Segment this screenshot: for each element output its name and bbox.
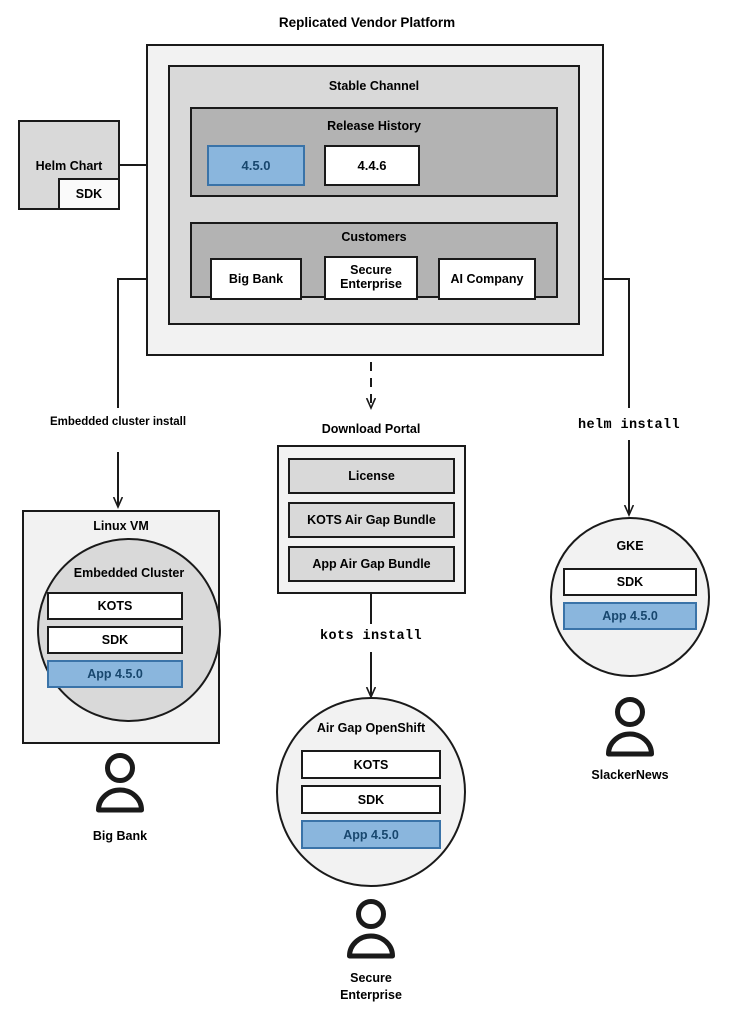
linux-vm-component-sdk[interactable]: SDK (47, 626, 183, 654)
linux-vm-component-kots[interactable]: KOTS (47, 592, 183, 620)
diagram-title: Replicated Vendor Platform (278, 15, 456, 30)
component-label: SDK (616, 575, 644, 589)
customer-big-bank[interactable]: Big Bank (210, 258, 302, 300)
edge-label-embedded-cluster-install: Embedded cluster install (49, 416, 187, 428)
portal-item-label: License (348, 469, 395, 483)
customers-label: Customers (341, 230, 407, 244)
component-label: SDK (357, 792, 385, 807)
air-gap-openshift-label: Air Gap OpenShift (316, 721, 426, 735)
gke-label: GKE (616, 539, 644, 553)
linux-vm-label: Linux VM (93, 519, 149, 533)
helm-chart-label: Helm Chart (35, 159, 103, 173)
component-label: SDK (101, 633, 129, 647)
release-history-label: Release History (327, 119, 421, 133)
linux-vm-component-app[interactable]: App 4.5.0 (47, 660, 183, 688)
embedded-cluster-label: Embedded Cluster (73, 566, 185, 580)
component-label: App 4.5.0 (87, 667, 143, 681)
portal-item-app-air-gap-bundle[interactable]: App Air Gap Bundle (288, 546, 455, 582)
portal-item-kots-air-gap-bundle[interactable]: KOTS Air Gap Bundle (288, 502, 455, 538)
customer-name: Secure Enterprise (340, 263, 402, 291)
portal-item-license[interactable]: License (288, 458, 455, 494)
owner-label-secure-enterprise-line2: Enterprise (340, 988, 402, 1002)
gke-circle (550, 517, 710, 677)
person-icon-slackernews (606, 697, 654, 757)
component-label: App 4.5.0 (343, 827, 399, 842)
edge-label-download-portal: Download Portal (321, 422, 421, 436)
gke-component-sdk[interactable]: SDK (563, 568, 697, 596)
openshift-component-sdk[interactable]: SDK (301, 785, 441, 814)
sdk-label: SDK (75, 187, 103, 201)
customer-name: Big Bank (228, 272, 284, 286)
gke-component-app[interactable]: App 4.5.0 (563, 602, 697, 630)
stable-channel-label: Stable Channel (328, 79, 420, 93)
release-version-label: 4.4.6 (357, 158, 387, 173)
edge-label-kots-install: kots install (319, 629, 423, 644)
owner-label-big-bank: Big Bank (92, 829, 148, 843)
openshift-component-kots[interactable]: KOTS (301, 750, 441, 779)
release-version-label: 4.5.0 (241, 158, 271, 173)
release-4-4-6[interactable]: 4.4.6 (324, 145, 420, 186)
person-icon-secure-enterprise (347, 899, 395, 959)
helm-chart-sdk-box[interactable]: SDK (58, 178, 120, 210)
portal-item-label: App Air Gap Bundle (312, 557, 431, 571)
openshift-component-app[interactable]: App 4.5.0 (301, 820, 441, 849)
component-label: KOTS (353, 757, 389, 772)
release-4-5-0[interactable]: 4.5.0 (207, 145, 305, 186)
customer-secure-enterprise[interactable]: Secure Enterprise (324, 256, 418, 300)
customer-ai-company[interactable]: AI Company (438, 258, 536, 300)
portal-item-label: KOTS Air Gap Bundle (307, 513, 436, 527)
edge-label-helm-install: helm install (577, 418, 681, 433)
component-label: KOTS (97, 599, 133, 613)
component-label: App 4.5.0 (602, 609, 658, 623)
owner-label-secure-enterprise-line1: Secure (350, 971, 392, 985)
customer-name: AI Company (450, 272, 524, 286)
person-icon-big-bank (96, 753, 144, 813)
owner-label-slackernews: SlackerNews (591, 768, 669, 782)
